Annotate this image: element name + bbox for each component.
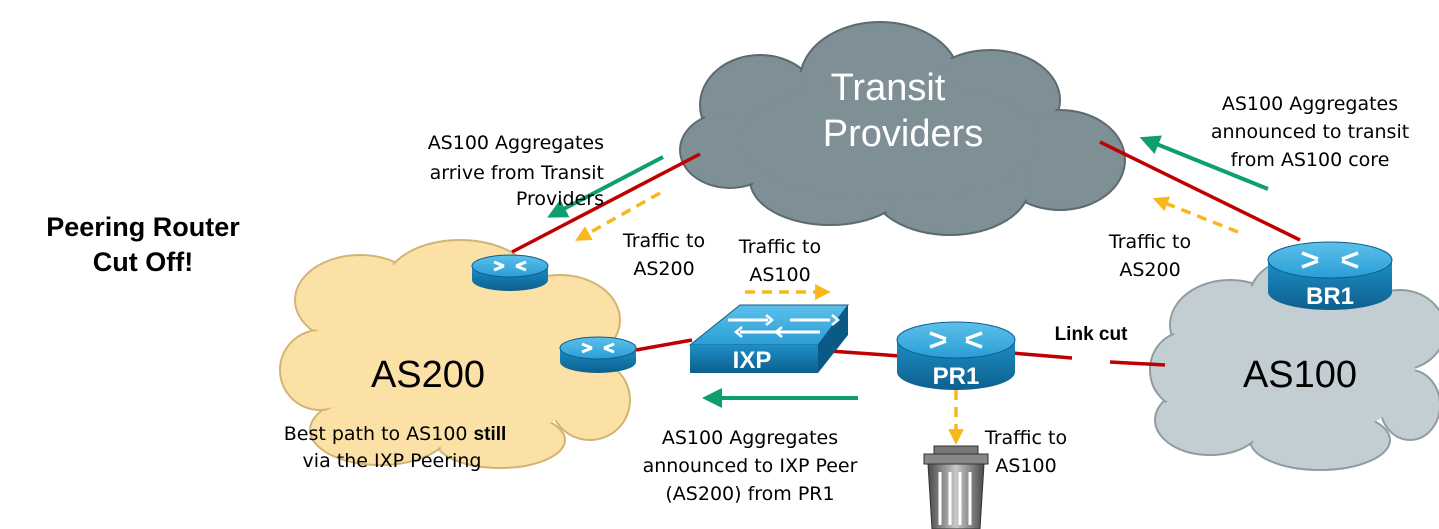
link-pr1-cut xyxy=(1011,351,1073,360)
right-agg-line-3: from AS100 core xyxy=(1231,149,1390,171)
traffic-as100-top-2: AS100 xyxy=(749,264,810,286)
link-cut-as100 xyxy=(1109,360,1166,367)
traffic-as200-left-1: Traffic to xyxy=(622,230,705,252)
transit-cloud-label-1: Transit xyxy=(831,67,946,109)
orange-arrows xyxy=(575,191,1239,445)
trash-can-icon xyxy=(923,445,989,529)
left-agg-line-1: AS100 Aggregates xyxy=(428,132,604,154)
best-path-line-1: Best path to AS100 still xyxy=(284,423,507,445)
left-agg-line-3: Providers xyxy=(516,188,604,210)
left-agg-line-2: arrive from Transit xyxy=(430,162,604,184)
pr1-router-icon: PR1 xyxy=(896,321,1016,390)
ixp-agg-line-2: announced to IXP Peer xyxy=(643,455,858,477)
right-agg-line-2: announced to transit xyxy=(1211,121,1409,143)
traffic-as200-right-1: Traffic to xyxy=(1108,231,1191,253)
as200-label: AS200 xyxy=(371,354,485,396)
best-path-line-2: via the IXP Peering xyxy=(303,450,482,472)
ixp-agg-line-3: (AS200) from PR1 xyxy=(665,483,834,505)
ixp-switch-icon: IXP xyxy=(688,304,849,374)
headline-line-1: Peering Router xyxy=(46,212,240,242)
green-arrows xyxy=(547,135,1269,408)
traffic-as100-bottom-1: Traffic to xyxy=(984,427,1067,449)
links xyxy=(511,140,1301,367)
best-path-still: still xyxy=(474,424,507,445)
link-as200-transit xyxy=(511,152,701,254)
headline-line-2: Cut Off! xyxy=(93,247,193,277)
link-br1-transit xyxy=(1099,140,1301,242)
arrow-as100-to-transit xyxy=(1139,135,1269,191)
link-cut-label: Link cut xyxy=(1055,324,1129,345)
best-path-text: Best path to AS100 xyxy=(284,423,474,445)
transit-cloud-label-2: Providers xyxy=(823,113,984,155)
traffic-as200-right-2: AS200 xyxy=(1119,259,1180,281)
traffic-as200-left-2: AS200 xyxy=(633,258,694,280)
pr1-label: PR1 xyxy=(933,363,980,390)
traffic-as100-top-1: Traffic to xyxy=(738,236,821,258)
arrow-transit-to-as200 xyxy=(547,155,664,218)
ixp-label: IXP xyxy=(733,347,772,374)
ixp-agg-line-1: AS100 Aggregates xyxy=(662,427,838,449)
traffic-as100-bottom-2: AS100 xyxy=(995,455,1056,477)
br1-router-icon: BR1 xyxy=(1267,241,1393,310)
br1-label: BR1 xyxy=(1306,283,1354,310)
as100-label: AS100 xyxy=(1243,354,1357,396)
traffic-arrow-as200-left xyxy=(575,191,661,241)
traffic-arrow-as200-right xyxy=(1152,196,1239,234)
as200-router-top-icon xyxy=(471,254,549,291)
as200-router-ixp-icon xyxy=(559,336,637,373)
link-as200-ixp xyxy=(635,338,693,352)
right-agg-line-1: AS100 Aggregates xyxy=(1222,93,1398,115)
